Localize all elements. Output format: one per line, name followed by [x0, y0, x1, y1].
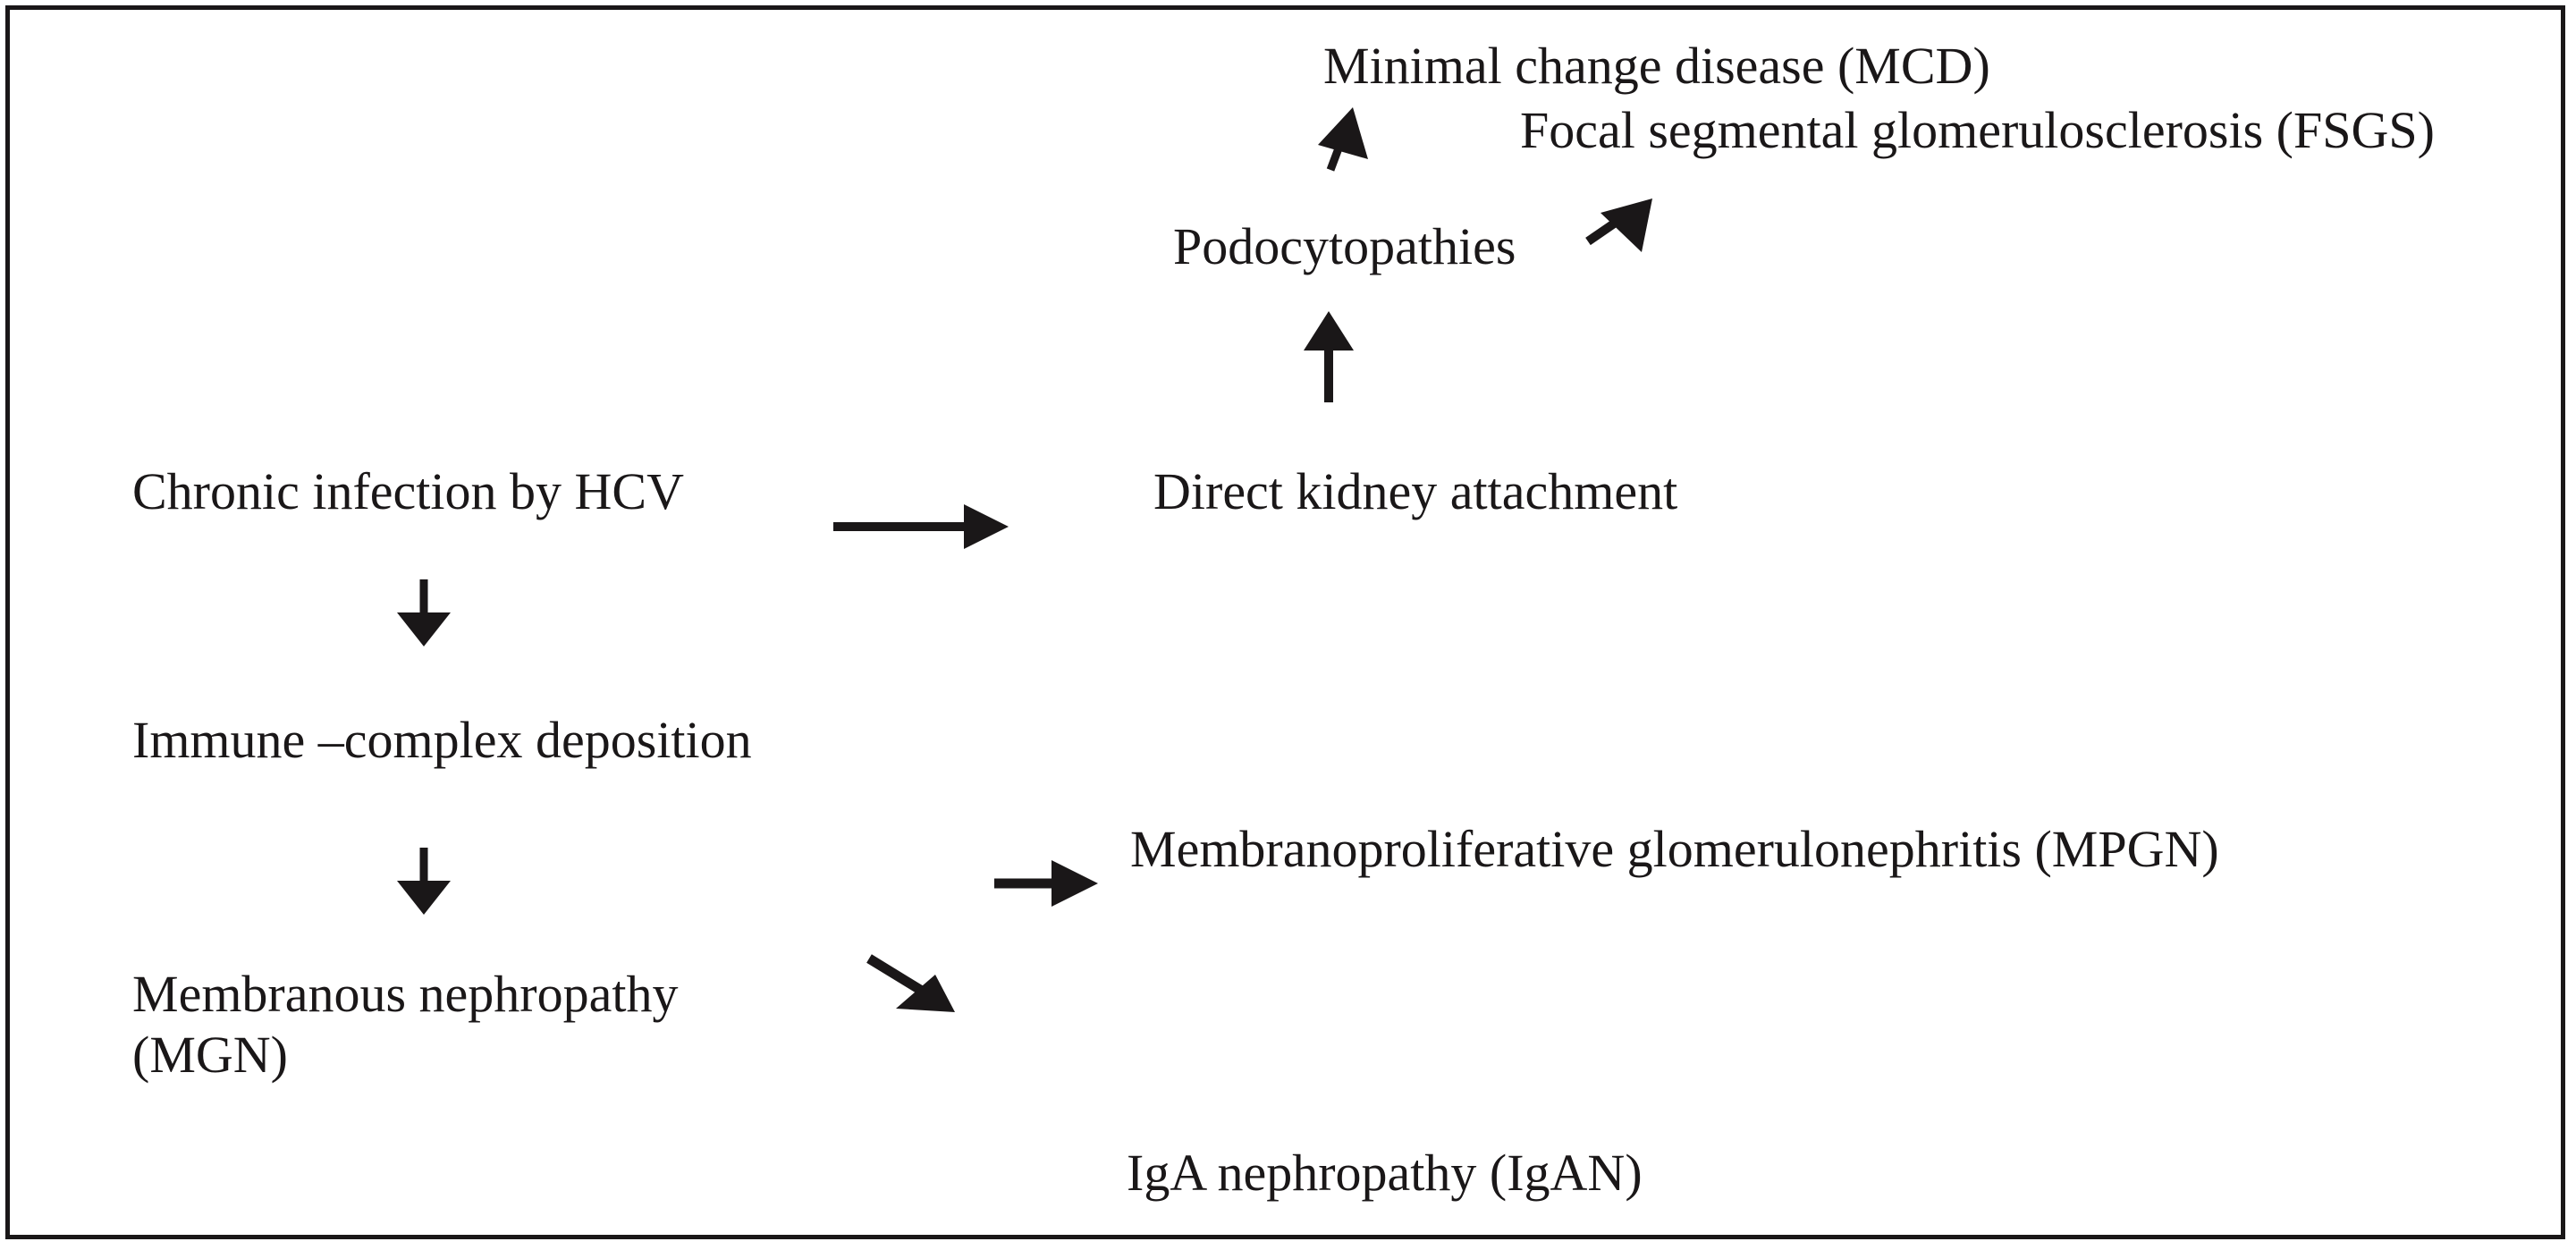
node-focal-segmental-glomerulosclerosis: Focal segmental glomerulosclerosis (FSGS…	[1520, 101, 2435, 159]
node-minimal-change-disease: Minimal change disease (MCD)	[1323, 37, 1990, 95]
node-iga-nephropathy: IgA nephropathy (IgAN)	[1127, 1144, 1643, 1202]
node-membranoproliferative-glomerulonephritis: Membranoproliferative glomerulonephritis…	[1130, 820, 2219, 878]
node-direct-kidney-attachment: Direct kidney attachment	[1153, 462, 1678, 520]
node-chronic-infection-hcv: Chronic infection by HCV	[132, 462, 684, 520]
node-podocytopathies: Podocytopathies	[1173, 217, 1516, 275]
node-immune-complex-deposition: Immune –complex deposition	[132, 711, 752, 769]
node-membranous-nephropathy: Membranous nephropathy (MGN)	[132, 965, 679, 1084]
